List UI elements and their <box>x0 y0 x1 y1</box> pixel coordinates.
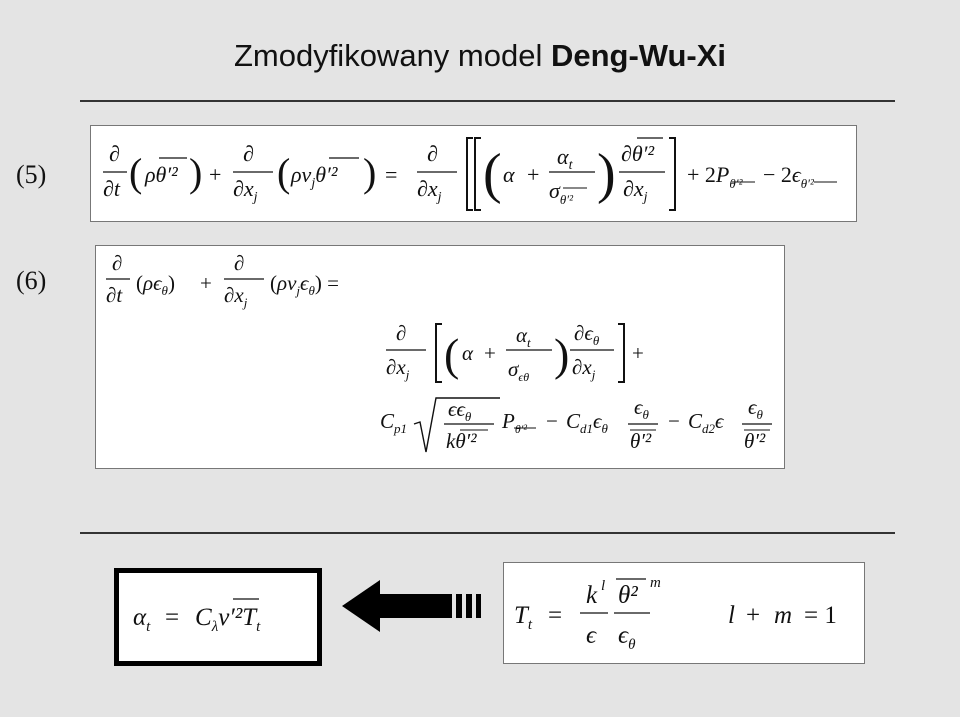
svg-text:αt: αt <box>516 323 531 350</box>
svg-text:m: m <box>650 575 661 591</box>
svg-text:Cd2ϵ: Cd2ϵ <box>688 409 725 436</box>
svg-text:−: − <box>546 409 558 433</box>
svg-text:θ′²: θ′² <box>630 429 652 453</box>
equation-number-6: (6) <box>16 266 47 295</box>
tt-formula: Tt = k l ϵ θ² m ϵθ l + m = 1 <box>514 575 837 653</box>
svg-text:(: ( <box>129 150 142 195</box>
svg-text:∂θ′²: ∂θ′² <box>621 141 654 166</box>
svg-text:= 1: = 1 <box>804 602 837 629</box>
svg-text:+: + <box>527 162 539 187</box>
svg-text:(: ( <box>483 143 502 205</box>
svg-text:∂: ∂ <box>112 251 122 275</box>
svg-text:− 2ϵθ′²: − 2ϵθ′² <box>763 162 815 191</box>
svg-text:=: = <box>165 604 179 631</box>
svg-text:=: = <box>385 162 397 187</box>
svg-text:−: − <box>668 409 680 433</box>
equation-6-formula: ∂ ∂t (ρϵθ) + ∂ ∂xj (ρvjϵθ) = ∂ ∂xj ( α +… <box>106 251 772 453</box>
svg-text:m: m <box>774 602 792 629</box>
equation-5-formula: ∂ ∂t ( ρθ′² ) + ∂ ∂xj ( ρvjθ′² ) = ∂ ∂xj <box>103 137 837 211</box>
svg-text:∂: ∂ <box>234 251 244 275</box>
svg-text:αt: αt <box>557 144 574 173</box>
svg-text:=: = <box>548 602 562 629</box>
title-bold: Deng-Wu-Xi <box>550 38 727 73</box>
svg-text:ϵθ: ϵθ <box>618 622 636 653</box>
svg-text:+: + <box>746 602 760 629</box>
svg-text:Cd1ϵθ: Cd1ϵθ <box>566 409 608 436</box>
svg-text:α: α <box>462 341 474 365</box>
svg-text:(ρϵθ): (ρϵθ) <box>136 271 175 298</box>
title-normal: Zmodyfikowany model <box>233 38 551 73</box>
svg-text:∂xj: ∂xj <box>233 176 258 205</box>
svg-text:α: α <box>503 162 515 187</box>
svg-text:kθ′²: kθ′² <box>446 429 477 453</box>
svg-text:∂: ∂ <box>243 141 254 166</box>
left-arrow-icon <box>342 580 481 632</box>
svg-text:): ) <box>189 150 202 195</box>
svg-text:∂xj: ∂xj <box>623 176 648 205</box>
svg-text:k: k <box>586 582 598 609</box>
svg-text:l: l <box>728 602 735 629</box>
alpha-t-formula: αt = Cλv′²Tt <box>133 598 261 635</box>
svg-text:ϵθ: ϵθ <box>748 395 763 422</box>
svg-text:∂: ∂ <box>396 321 406 345</box>
svg-text:∂ϵθ: ∂ϵθ <box>574 321 600 348</box>
svg-text:ϵθ: ϵθ <box>634 395 649 422</box>
svg-text:∂xj: ∂xj <box>386 355 410 382</box>
svg-text:Cp1: Cp1 <box>380 409 407 436</box>
svg-text:ρvjθ′²: ρvjθ′² <box>290 162 338 191</box>
equation-5-box: ∂ ∂t ( ρθ′² ) + ∂ ∂xj ( ρvjθ′² ) = ∂ ∂xj <box>90 125 857 222</box>
svg-text:Tt: Tt <box>514 602 533 633</box>
svg-text:ρθ′²: ρθ′² <box>144 162 178 187</box>
equation-number-5: (5) <box>16 160 47 189</box>
svg-text:): ) <box>363 150 376 195</box>
top-divider <box>80 100 895 102</box>
svg-text:+: + <box>200 271 212 295</box>
svg-text:∂xj: ∂xj <box>572 355 596 382</box>
svg-text:+ 2Pθ′²: + 2Pθ′² <box>687 162 744 191</box>
slide-title: Zmodyfikowany model Deng-Wu-Xi <box>0 38 960 74</box>
tt-box: Tt = k l ϵ θ² m ϵθ l + m = 1 <box>503 562 865 664</box>
svg-text:∂xj: ∂xj <box>224 283 248 310</box>
svg-text:+: + <box>632 341 644 365</box>
svg-text:∂xj: ∂xj <box>417 176 442 205</box>
svg-text:σθ′²: σθ′² <box>549 178 574 207</box>
svg-text:): ) <box>554 329 569 380</box>
svg-text:+: + <box>209 162 221 187</box>
svg-text:∂t: ∂t <box>103 176 121 201</box>
svg-text:∂: ∂ <box>427 141 438 166</box>
svg-text:ϵϵθ: ϵϵθ <box>448 397 472 424</box>
svg-text:ϵ: ϵ <box>586 622 597 649</box>
svg-text:αt: αt <box>133 604 151 635</box>
equation-6-box: ∂ ∂t (ρϵθ) + ∂ ∂xj (ρvjϵθ) = ∂ ∂xj ( α +… <box>95 245 785 469</box>
svg-text:θ′²: θ′² <box>744 429 766 453</box>
svg-text:∂: ∂ <box>109 141 120 166</box>
svg-text:(: ( <box>277 150 290 195</box>
svg-text:∂t: ∂t <box>106 283 123 307</box>
svg-text:): ) <box>597 143 616 205</box>
svg-text:l: l <box>601 578 605 594</box>
svg-text:Pθ′²: Pθ′² <box>501 409 527 436</box>
svg-text:(: ( <box>444 329 459 380</box>
svg-text:θ²: θ² <box>618 582 638 609</box>
svg-text:Cλv′²Tt: Cλv′²Tt <box>195 604 261 635</box>
svg-text:+: + <box>484 341 496 365</box>
bottom-divider <box>80 532 895 534</box>
svg-text:σϵθ: σϵθ <box>508 357 529 384</box>
alpha-t-box: αt = Cλv′²Tt <box>114 568 322 666</box>
svg-text:(ρvjϵθ) =: (ρvjϵθ) = <box>270 271 339 298</box>
